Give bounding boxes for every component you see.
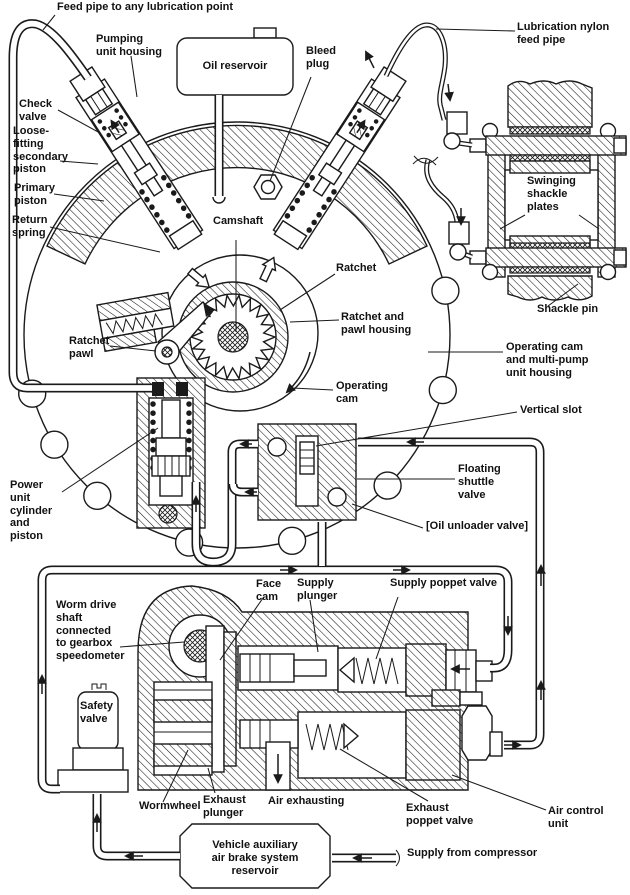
label-oil-reservoir: Oil reservoir bbox=[202, 60, 268, 72]
label-exhaust-plunger: Exhaust plunger bbox=[203, 794, 246, 819]
label-lubrication-feed-pipe: Lubrication nylon feed pipe bbox=[517, 21, 610, 46]
label-return-spring: Return spring bbox=[12, 214, 48, 239]
power-unit-assembly bbox=[136, 377, 206, 529]
leader-lines bbox=[42, 14, 600, 811]
label-exhaust-poppet: Exhaust poppet valve bbox=[406, 802, 474, 827]
label-supply-compressor: Supply from compressor bbox=[407, 847, 538, 859]
supply-plunger-part bbox=[239, 653, 295, 683]
label-supply-plunger: Supply plunger bbox=[297, 577, 338, 602]
label-ratchet: Ratchet bbox=[336, 262, 377, 274]
oil-reservoir-assembly bbox=[176, 27, 294, 204]
pumping-unit-left bbox=[69, 66, 204, 251]
label-air-exhausting: Air exhausting bbox=[268, 795, 345, 807]
bleed-plug-part bbox=[253, 174, 283, 200]
label-operating-cam-housing: Operating cam and multi-pump unit housin… bbox=[506, 341, 589, 379]
label-pumping-unit-housing: Pumping unit housing bbox=[96, 33, 162, 58]
air-control-hex-nut bbox=[461, 705, 493, 761]
label-face-cam: Face cam bbox=[256, 578, 282, 603]
label-check-valve: Check valve bbox=[19, 98, 53, 123]
label-bleed-plug: Bleed plug bbox=[306, 45, 336, 70]
label-floating-shuttle: Floating shuttle valve bbox=[458, 463, 501, 501]
label-ratchet-pawl-housing: Ratchet and pawl housing bbox=[341, 311, 412, 336]
label-camshaft: Camshaft bbox=[213, 215, 264, 227]
label-safety-valve: Safety valve bbox=[80, 700, 114, 725]
ratchet-pawl-arm bbox=[154, 301, 215, 365]
exhaust-poppet-part bbox=[343, 722, 360, 750]
label-feed-pipe: Feed pipe to any lubrication point bbox=[57, 1, 234, 13]
wormwheel-part bbox=[153, 681, 213, 776]
label-air-control-unit: Air control unit bbox=[548, 805, 604, 830]
supply-poppet-part bbox=[338, 656, 355, 684]
label-oil-unloader: [Oil unloader valve] bbox=[426, 520, 529, 532]
cam-ratchet-assembly bbox=[161, 254, 319, 412]
flow-arrows bbox=[37, 50, 546, 863]
label-worm-drive: Worm drive shaft connected to gearbox sp… bbox=[56, 599, 125, 662]
label-secondary-piston: Loose- fitting secondary piston bbox=[13, 125, 69, 176]
label-brake-reservoir: Vehicle auxiliary air brake system reser… bbox=[211, 839, 299, 877]
ratchet-pawl-assembly bbox=[96, 291, 175, 353]
brake-reservoir-tank bbox=[179, 823, 331, 889]
shuttle-valve-block bbox=[257, 423, 357, 521]
pipework bbox=[8, 19, 545, 863]
label-shackle-pin: Shackle pin bbox=[537, 303, 599, 315]
shackle-assembly bbox=[469, 80, 627, 301]
nylon-pipe-lower bbox=[424, 159, 460, 223]
label-primary-piston: Primary piston bbox=[14, 182, 55, 207]
multi-pump-bottom-unit bbox=[137, 585, 503, 791]
label-vertical-slot: Vertical slot bbox=[520, 404, 582, 416]
safety-valve-assembly bbox=[57, 683, 129, 793]
label-operating-cam: Operating cam bbox=[336, 380, 388, 405]
label-power-unit: Power unit cylinder and piston bbox=[10, 479, 53, 542]
label-supply-poppet: Supply poppet valve bbox=[390, 577, 497, 589]
label-swinging-shackle: Swinging shackle plates bbox=[527, 175, 576, 213]
nylon-pipe-fittings bbox=[443, 111, 470, 261]
label-ratchet-pawl: Ratchet pawl bbox=[69, 335, 110, 360]
pumping-unit-right bbox=[272, 66, 407, 251]
label-wormwheel: Wormwheel bbox=[139, 800, 201, 812]
